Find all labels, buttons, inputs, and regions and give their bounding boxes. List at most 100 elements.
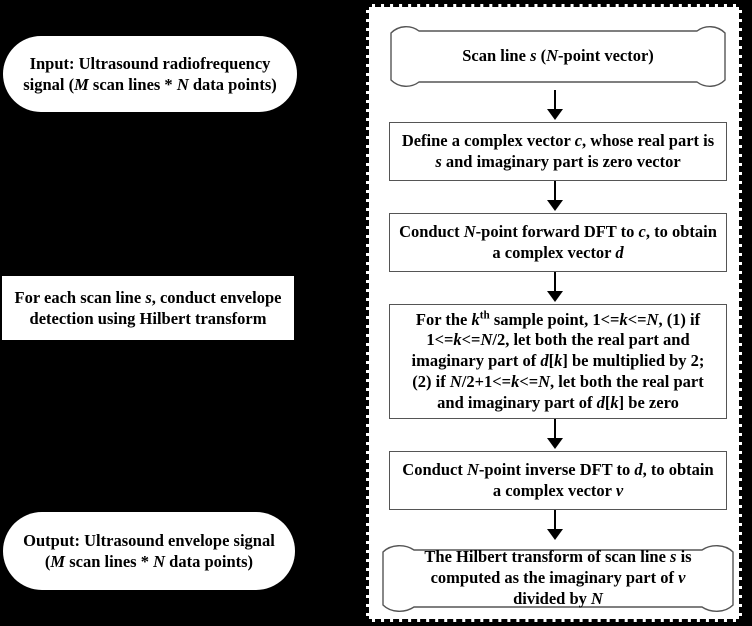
symbol-s: s [670, 547, 677, 567]
left-input-line2-mid: scan lines * [88, 75, 177, 94]
left-process-box: For each scan line s, conduct envelope d… [2, 276, 294, 340]
symbol-s: s [145, 287, 152, 307]
node-define-complex-vector: Define a complex vector c, whose real pa… [389, 122, 727, 181]
symbol-n: N [176, 75, 189, 94]
symbol-c: c [574, 130, 583, 150]
symbol-k: k [619, 309, 628, 329]
node-scan-line-text: Scan line s (N-point vector) [432, 46, 684, 67]
symbol-n: N [538, 371, 551, 391]
symbol-n: N [480, 330, 493, 350]
hilbert-seg2: is computed as the imaginary part of [430, 547, 692, 588]
kth-seg2: sample point, 1<= [489, 309, 620, 329]
left-output-text: Output: Ultrasound envelope signal (M sc… [23, 530, 275, 573]
symbol-k: k [453, 330, 462, 350]
expanded-detail-panel: Scan line s (N-point vector) Define a co… [366, 4, 742, 622]
scanline-pre: Scan line [462, 46, 531, 66]
connector-arrow-4 [554, 419, 556, 440]
kth-seg10: <= [519, 371, 539, 391]
left-output-terminator: Output: Ultrasound envelope signal (M sc… [3, 512, 295, 590]
node-inverse-text: Conduct N-point inverse DFT to d, to obt… [402, 460, 713, 502]
symbol-n: N [546, 46, 559, 66]
symbol-k: k [471, 309, 480, 329]
arrowhead-icon [547, 109, 563, 120]
left-process-text: For each scan line s, conduct envelope d… [15, 287, 282, 330]
symbol-c: c [638, 221, 646, 241]
kth-seg7: [ [548, 351, 555, 371]
left-input-line2-pre: signal ( [23, 75, 75, 94]
symbol-d: d [634, 459, 643, 479]
kth-seg3: <= [627, 309, 647, 329]
hilbert-seg1: The Hilbert transform of scan line [424, 547, 671, 567]
scanline-post: -point vector) [558, 46, 654, 66]
left-input-line2-post: data points) [188, 75, 277, 94]
symbol-n: N [591, 588, 603, 608]
symbol-n: N [153, 552, 166, 571]
connector-arrow-5 [554, 510, 556, 531]
hilbert-seg3: divided by [513, 588, 592, 608]
node-forward-text: Conduct N-point forward DFT to c, to obt… [399, 222, 717, 264]
left-input-text: Input: Ultrasound radiofrequency signal … [23, 53, 277, 96]
symbol-v: v [615, 480, 624, 500]
node-define-text: Define a complex vector c, whose real pa… [402, 131, 714, 173]
kth-seg6: /2, let both the real part and imaginary… [411, 330, 690, 371]
symbol-d: d [596, 392, 605, 412]
symbol-v: v [678, 568, 686, 588]
define-post: , whose real part is [582, 130, 715, 150]
arrowhead-icon [547, 438, 563, 449]
arrowhead-icon [547, 291, 563, 302]
symbol-s: s [530, 46, 537, 66]
kth-seg1: For the [415, 309, 472, 329]
tape-shape-icon [390, 26, 726, 87]
connector-arrow-3 [554, 272, 556, 293]
symbol-n: N [646, 309, 659, 329]
ordinal-superscript: th [479, 309, 490, 322]
kth-seg5: <= [461, 330, 481, 350]
forward-mid: -point forward DFT to [475, 221, 639, 241]
symbol-s: s [435, 151, 442, 171]
forward-line2-pre: a complex vector [492, 242, 616, 262]
node-scan-line: Scan line s (N-point vector) [389, 23, 727, 90]
left-output-line1: Output: Ultrasound envelope signal [23, 530, 275, 550]
left-output-line2-mid: scan lines * [65, 552, 154, 571]
kth-seg9: /2+1<= [461, 371, 512, 391]
left-output-line2-pre: ( [44, 552, 51, 571]
define-line2-post: and imaginary part is zero vector [441, 151, 681, 171]
tape-shape-icon [382, 545, 734, 612]
left-input-line1: Input: Ultrasound radiofrequency [29, 53, 271, 73]
symbol-m: M [74, 75, 89, 94]
symbol-m: M [50, 552, 66, 571]
left-middle-line1-post: , conduct envelope [151, 287, 282, 307]
symbol-n: N [449, 371, 462, 391]
symbol-k: k [610, 392, 619, 412]
forward-pre: Conduct [399, 221, 464, 241]
define-pre: Define a complex vector [401, 130, 575, 150]
kth-seg12: [ [604, 392, 611, 412]
kth-seg13: ] be zero [618, 392, 679, 412]
arrowhead-icon [547, 529, 563, 540]
symbol-d: d [615, 242, 624, 262]
symbol-n: N [463, 221, 476, 241]
symbol-n: N [466, 459, 479, 479]
inverse-post: , to obtain [642, 459, 714, 479]
left-input-terminator: Input: Ultrasound radiofrequency signal … [3, 36, 297, 112]
node-kth-text: For the kth sample point, 1<=k<=N, (1) i… [390, 309, 726, 414]
connector-arrow-2 [554, 181, 556, 202]
kth-seg4: , (1) if 1<= [426, 309, 701, 350]
inverse-mid: -point inverse DFT to [478, 459, 635, 479]
symbol-k: k [554, 351, 563, 371]
node-hilbert-result: The Hilbert transform of scan line s is … [381, 541, 735, 616]
left-middle-line2: detection using Hilbert transform [29, 309, 267, 328]
node-hilbert-text: The Hilbert transform of scan line s is … [381, 547, 735, 609]
left-output-line2-post: data points) [165, 552, 254, 571]
scanline-mid: ( [536, 46, 547, 66]
node-kth-sample-point: For the kth sample point, 1<=k<=N, (1) i… [389, 304, 727, 419]
symbol-k: k [511, 371, 520, 391]
node-inverse-dft: Conduct N-point inverse DFT to d, to obt… [389, 451, 727, 510]
symbol-d: d [540, 351, 549, 371]
connector-arrow-1 [554, 90, 556, 111]
node-forward-dft: Conduct N-point forward DFT to c, to obt… [389, 213, 727, 272]
kth-seg8: ] be multiplied by 2; (2) if [412, 351, 705, 391]
forward-post: , to obtain [645, 221, 717, 241]
left-middle-line1-pre: For each scan line [14, 287, 146, 307]
